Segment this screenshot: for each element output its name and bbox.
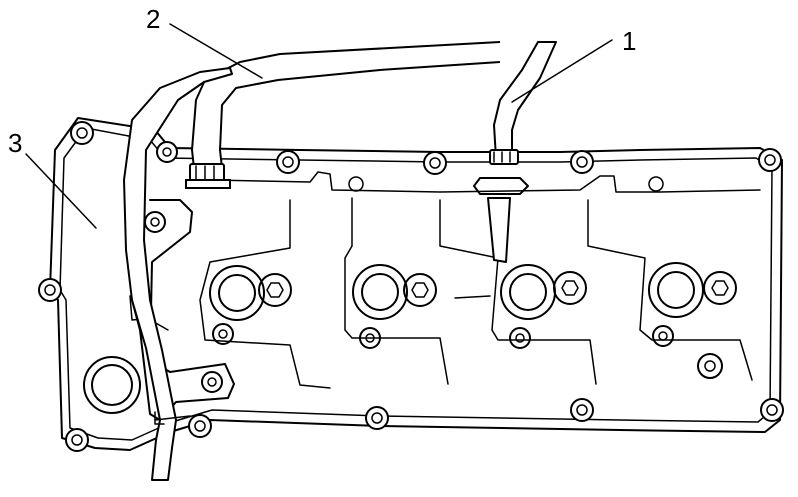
cylinder-section-1 <box>199 199 331 389</box>
bolt-icon <box>423 151 447 175</box>
hose-1 <box>473 41 557 263</box>
leader-lines <box>25 23 613 229</box>
leader-line-3 <box>25 153 97 229</box>
callout-2: 2 <box>146 4 160 34</box>
bolt-icon <box>276 150 300 174</box>
cylinder-section-2 <box>344 197 449 385</box>
callout-1: 1 <box>622 26 636 56</box>
head-cover-outline <box>49 117 783 451</box>
oil-filler-cap <box>83 356 141 414</box>
bolt-icon <box>758 148 782 172</box>
bolt-icon <box>760 398 784 422</box>
bolt-icon <box>188 414 212 438</box>
hose-clamp-icon <box>185 163 231 189</box>
hose-clamp-icon <box>489 149 519 165</box>
perimeter-bolts <box>38 121 784 452</box>
bolt-icon <box>570 150 594 174</box>
top-rail <box>209 171 761 193</box>
leader-line-1 <box>511 39 613 103</box>
cylinder-section-4 <box>587 199 753 381</box>
leader-line-2 <box>169 23 263 79</box>
bolt-icon <box>38 278 62 302</box>
spark-plug-boss-icon <box>258 273 292 307</box>
bolt-icon <box>201 371 223 393</box>
bolt-icon <box>365 406 389 430</box>
spark-plug-boss-icon <box>553 271 587 305</box>
spark-plug-boss-icon <box>703 271 737 305</box>
bolt-icon <box>70 121 94 145</box>
bolt-icon <box>570 398 594 422</box>
cylinder-section-3 <box>439 199 597 385</box>
bolt-icon <box>144 211 166 233</box>
bolt-icon <box>65 428 89 452</box>
bolt-icon <box>156 141 178 163</box>
spark-plug-boss-icon <box>403 273 437 307</box>
callout-3: 3 <box>8 128 22 158</box>
